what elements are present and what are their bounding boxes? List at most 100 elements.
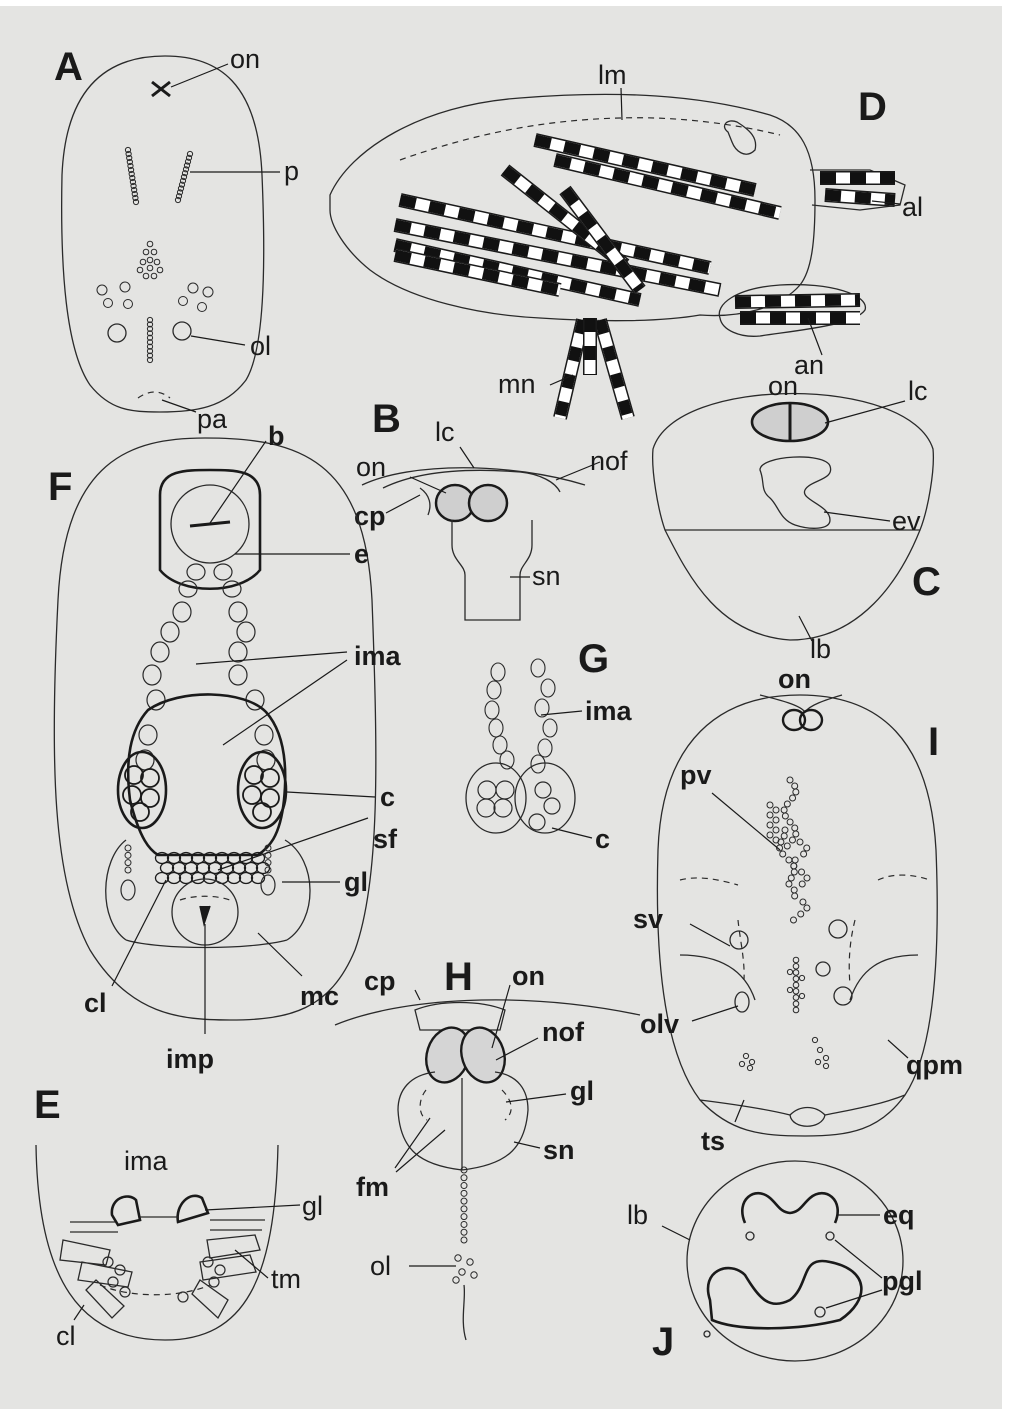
panel-c: C on lc ev lb xyxy=(653,371,941,664)
f-bulb-outline xyxy=(160,470,260,589)
f-mc-outline-top xyxy=(126,940,287,948)
f-sf-cell xyxy=(209,863,222,874)
h-ol-bead xyxy=(461,1183,467,1189)
e-muscles-left xyxy=(60,1240,132,1318)
label-f-c: c xyxy=(380,782,395,812)
i-median-cells xyxy=(739,957,828,1070)
f-sf-cells xyxy=(121,845,275,900)
g-ima-chains xyxy=(485,659,557,773)
label-j-pgl: pgl xyxy=(882,1266,923,1296)
panel-h: H cp on nof gl sn fm ol xyxy=(335,955,640,1340)
panel-label-f: F xyxy=(48,465,72,509)
panel-label-j: J xyxy=(652,1320,674,1364)
i-lower-bead xyxy=(823,1055,828,1060)
label-f-imp: imp xyxy=(166,1044,214,1074)
label-d-an: an xyxy=(794,350,824,380)
a-body-outline xyxy=(62,56,264,412)
panel-b: B lc on nof cp sn xyxy=(354,397,628,620)
j-pgl-leader-1 xyxy=(835,1240,882,1278)
label-a-ol: ol xyxy=(250,331,271,361)
label-i-pv: pv xyxy=(680,760,712,790)
i-pv-bead xyxy=(791,863,797,869)
f-c-cell xyxy=(245,766,263,784)
a-small-circles xyxy=(97,282,213,312)
a-cluster-bead xyxy=(151,249,157,255)
i-pv-bead xyxy=(773,807,779,813)
f-cl-leader xyxy=(112,880,166,986)
a-pa-leader xyxy=(162,400,196,412)
a-cluster-bead xyxy=(143,273,149,279)
label-c-lc: lc xyxy=(908,376,928,406)
i-on-right xyxy=(800,710,822,730)
i-pv-bead xyxy=(788,875,794,881)
f-ima-cell xyxy=(173,602,191,622)
h-ol-tail xyxy=(463,1285,466,1340)
i-median-bead xyxy=(793,957,799,963)
g-ima-cell xyxy=(531,659,545,677)
i-median-bead xyxy=(793,988,799,994)
a-cluster-bead xyxy=(154,259,160,265)
panel-label-i: I xyxy=(928,720,939,764)
f-body-outline xyxy=(54,438,376,1020)
i-lower-bead xyxy=(812,1037,817,1042)
j-inner-outline xyxy=(708,1261,861,1328)
f-ima-leader-1 xyxy=(196,652,347,664)
label-h-cp: cp xyxy=(364,966,396,996)
h-ol-bead xyxy=(461,1198,467,1204)
f-c-cell xyxy=(261,789,279,807)
i-median-bead xyxy=(787,987,792,992)
label-b-cp: cp xyxy=(354,501,386,531)
label-f-e: e xyxy=(354,539,369,569)
i-pv-bead xyxy=(793,789,799,795)
label-b-sn: sn xyxy=(532,561,561,591)
j-small-dot xyxy=(704,1331,710,1337)
i-pv-bead xyxy=(792,783,798,789)
label-e-ima: ima xyxy=(124,1146,168,1176)
a-on-mark xyxy=(152,82,170,96)
panel-label-d: D xyxy=(858,85,887,129)
panel-label-b: B xyxy=(372,397,401,441)
label-i-olv: olv xyxy=(640,1009,679,1039)
f-sf-cell xyxy=(257,863,270,874)
i-pv-bead xyxy=(767,812,773,818)
i-sv-leader xyxy=(690,924,730,946)
i-pv-cluster xyxy=(767,777,810,923)
i-pv-bead xyxy=(791,869,797,875)
i-pv-bead xyxy=(792,825,798,831)
label-c-ev: ev xyxy=(892,506,921,536)
i-sv-circle-right xyxy=(829,920,847,938)
panel-label-e: E xyxy=(34,1083,61,1127)
h-ol-bead xyxy=(467,1259,473,1265)
f-ima-cell xyxy=(147,690,165,710)
e-tm-lines xyxy=(70,1220,265,1232)
i-pv-bead xyxy=(793,831,799,837)
i-pv-bead xyxy=(787,819,793,825)
f-sf-cell xyxy=(192,873,205,884)
label-f-mc: mc xyxy=(300,981,339,1011)
label-a-p: p xyxy=(284,156,299,186)
i-lower-bead xyxy=(749,1059,754,1064)
f-sf-cell xyxy=(240,873,253,884)
a-cluster-bead xyxy=(147,241,153,247)
label-f-b: b xyxy=(268,421,285,451)
e-gl-right xyxy=(178,1196,208,1222)
f-c-cell xyxy=(253,803,271,821)
label-i-sv: sv xyxy=(633,904,663,934)
i-pv-bead xyxy=(801,851,807,857)
j-pgl-leader-2 xyxy=(826,1290,882,1308)
i-pv-bead xyxy=(790,795,796,801)
a-cluster-bead xyxy=(137,267,143,273)
label-e-cl: cl xyxy=(56,1321,76,1351)
i-pv-bead xyxy=(782,827,788,833)
a-cluster-bead xyxy=(143,249,149,255)
f-ima-cell xyxy=(229,665,247,685)
i-pv-bead xyxy=(804,905,810,911)
g-c-leader xyxy=(552,828,592,838)
a-median-cluster xyxy=(137,241,163,362)
label-e-tm: tm xyxy=(271,1264,301,1294)
f-c-cell xyxy=(123,786,141,804)
label-h-sn: sn xyxy=(543,1135,575,1165)
j-pgl-lower xyxy=(815,1307,825,1317)
f-gl-bead xyxy=(125,845,131,851)
g-ima-cell xyxy=(543,719,557,737)
